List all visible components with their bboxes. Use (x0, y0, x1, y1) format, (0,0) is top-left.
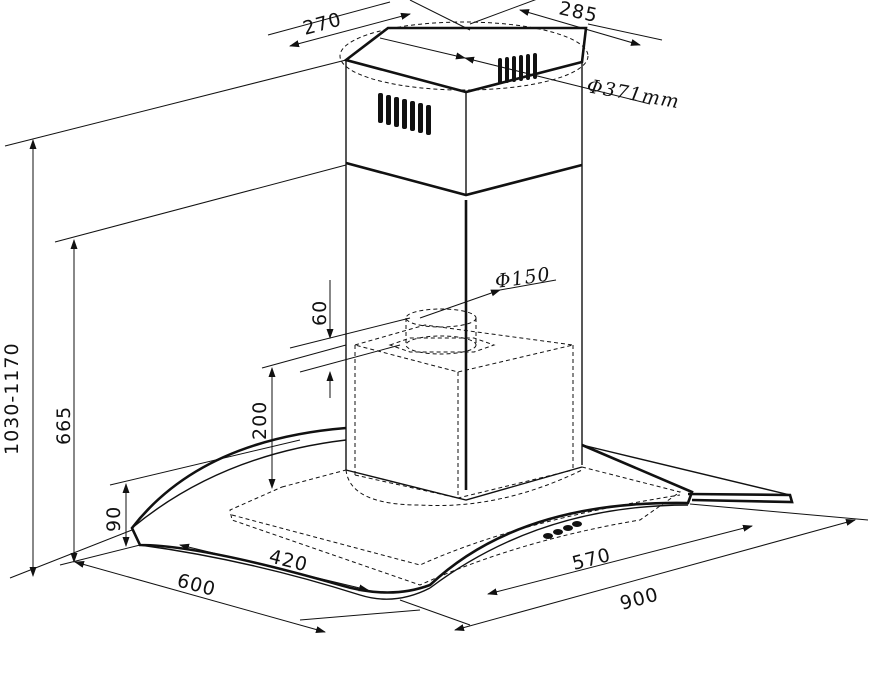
dim-hood-height: 665 (53, 406, 75, 445)
motor-housing-hidden (353, 324, 574, 499)
dim-total-height: 1030-1170 (1, 342, 23, 455)
hood-body (130, 426, 794, 600)
dim-box-height: 200 (249, 401, 271, 440)
lower-base (345, 466, 583, 501)
dim-depth: 600 (175, 570, 219, 601)
outlet-collar (388, 308, 496, 355)
dim-chimney-diameter: Φ371mm (585, 75, 681, 113)
chimney-duct-circle (339, 21, 589, 91)
control-buttons (543, 521, 582, 539)
dim-width: 900 (618, 583, 662, 614)
dim-outlet-diameter: Φ150 (494, 263, 552, 293)
dim-front-height: 90 (103, 506, 125, 532)
upper-chimney (339, 21, 589, 197)
hood-rear-edge (687, 492, 794, 504)
dim-inner-depth: 570 (570, 544, 613, 575)
lower-chimney (345, 163, 583, 507)
hood-glass-left-top (131, 439, 347, 529)
dim-top-width: 270 (301, 8, 345, 39)
dim-outlet-height: 60 (309, 300, 331, 326)
vent-slots-front (378, 93, 431, 135)
hood-top-right (581, 444, 791, 496)
chimney-base-ellipse (345, 469, 583, 507)
dimension-lines (4, 0, 869, 633)
dim-inner-width: 420 (267, 546, 310, 577)
hood-outline (130, 426, 694, 594)
chimney-top-outline (343, 26, 588, 94)
chimney-joint (345, 161, 583, 197)
